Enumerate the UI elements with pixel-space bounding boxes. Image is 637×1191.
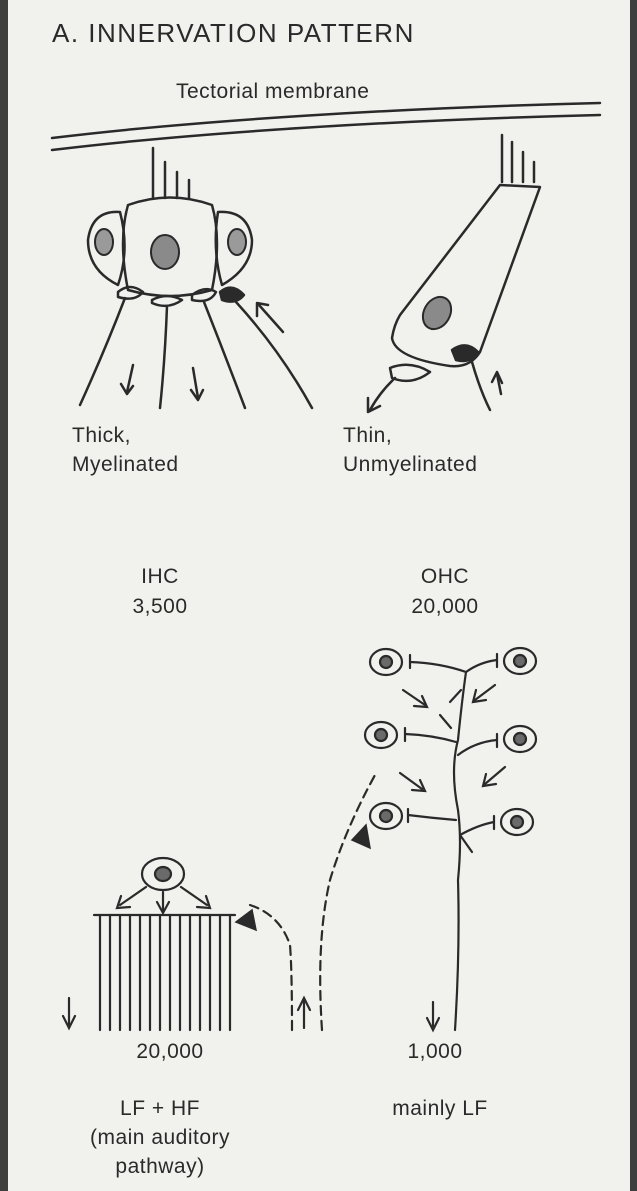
ihc-fiber-1	[80, 298, 125, 405]
ohc-arrow-2	[475, 685, 495, 700]
ihc-fiber-type-line1: Thick,	[72, 424, 131, 448]
ihc-fiber-type-line2: Myelinated	[72, 453, 179, 477]
ihc-lower-arrow-left	[120, 887, 146, 905]
tectorial-membrane-upper	[52, 103, 600, 138]
ohc-branch-low-right	[460, 822, 494, 835]
left-supporting-nucleus	[95, 229, 113, 255]
efferent-dashed-to-ihc	[250, 905, 292, 1030]
ohc-label: OHC	[385, 565, 505, 589]
ihc-efferent-terminal	[220, 288, 244, 302]
right-supporting-nucleus	[228, 229, 246, 255]
ohc-efferent-fiber	[472, 362, 490, 410]
ohc-fiber-type-line2: Unmyelinated	[343, 453, 477, 477]
ohc-branch-low-right-spur	[460, 835, 472, 852]
ohc-stereocilia	[502, 135, 534, 182]
ihc-pathway-line3: pathway)	[50, 1155, 270, 1179]
ihc-count: 3,500	[100, 595, 220, 619]
ohc-cell-4	[504, 726, 536, 752]
ohc-afferent-fiber	[370, 378, 395, 410]
tectorial-membrane-lower	[52, 115, 600, 150]
ohc-count: 20,000	[385, 595, 505, 619]
efferent-dashed-to-ohc	[320, 775, 375, 1030]
ihc-fiber-bundle	[100, 915, 230, 1030]
ohc-body	[392, 185, 540, 366]
ohc-branch-mid-spur	[440, 715, 451, 728]
efferent-ending-ohc	[352, 825, 370, 848]
ihc-efferent-fiber	[236, 302, 312, 408]
ohc-nucleus	[417, 292, 457, 334]
ohc-pathway-line1: mainly LF	[365, 1097, 515, 1121]
ihc-lower-cell	[142, 858, 184, 890]
ihc-label: IHC	[100, 565, 220, 589]
tectorial-membrane-label: Tectorial membrane	[176, 80, 369, 104]
efferent-ending-ihc	[236, 910, 256, 930]
ohc-branch-low-left	[408, 815, 456, 820]
ohc-branch-mid-left	[405, 734, 456, 742]
ihc-pathway-line2: (main auditory	[50, 1126, 270, 1150]
ohc-arrow-4	[485, 767, 505, 784]
ohc-cell-3	[365, 722, 397, 748]
ohc-cell-5	[370, 803, 402, 829]
ihc-pathway-line1: LF + HF	[50, 1097, 270, 1121]
ohc-fiber-count: 1,000	[380, 1040, 490, 1064]
ohc-cell-2	[504, 648, 536, 674]
ohc-cell-1	[370, 649, 402, 675]
ohc-branch-top-right	[466, 660, 497, 672]
ohc-fiber-trunk	[454, 672, 466, 1030]
ihc-lower-arrow-right	[181, 887, 207, 905]
ihc-terminal-2	[152, 296, 182, 306]
ohc-fiber-type-line1: Thin,	[343, 424, 392, 448]
ihc-efferent-arrow	[259, 305, 283, 332]
figure-title: A. INNERVATION PATTERN	[52, 18, 415, 49]
ihc-fiber-2	[160, 306, 167, 408]
ohc-branch-top-spur	[450, 690, 461, 702]
ihc-stereocilia	[153, 148, 189, 198]
ohc-arrow-3	[400, 773, 422, 789]
ihc-fiber-3	[204, 302, 245, 408]
ohc-branch-top-left	[410, 662, 466, 672]
ohc-cell-6	[501, 809, 533, 835]
ihc-fiber-count: 20,000	[90, 1040, 250, 1064]
ihc-nucleus	[151, 235, 179, 269]
ohc-branch-mid-right	[458, 740, 497, 755]
